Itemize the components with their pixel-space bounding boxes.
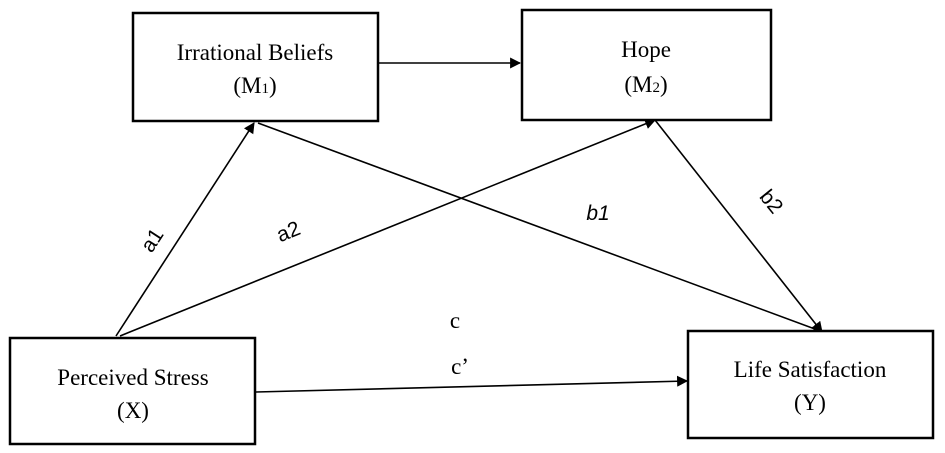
path-label-b1: b1 <box>586 202 609 225</box>
node-irrational-beliefs-box <box>131 11 380 123</box>
arrow-m2-to-y <box>654 119 823 333</box>
node-hope-title: Hope <box>621 37 671 62</box>
arrow-x-to-y <box>255 375 689 393</box>
path-label-c-prime: c’ <box>451 354 469 379</box>
node-life-satisfaction-title: Life Satisfaction <box>734 357 887 382</box>
node-hope: Hope (M2) <box>520 8 773 122</box>
node-perceived-stress-title: Perceived Stress <box>57 365 208 390</box>
path-label-b2: b2 <box>755 186 788 219</box>
node-irrational-beliefs: Irrational Beliefs (M1) <box>131 11 380 123</box>
node-perceived-stress: Perceived Stress (X) <box>8 336 257 446</box>
node-life-satisfaction-box <box>686 329 935 440</box>
node-perceived-stress-box <box>8 336 257 446</box>
node-hope-code: (M2) <box>624 72 667 97</box>
path-label-a1: a1 <box>137 224 169 256</box>
node-perceived-stress-code: (X) <box>117 398 149 423</box>
arrow-m1-to-y <box>257 122 825 334</box>
arrow-x-to-m2 <box>119 118 657 337</box>
node-irrational-beliefs-title: Irrational Beliefs <box>177 40 334 65</box>
node-life-satisfaction: Life Satisfaction (Y) <box>686 329 935 440</box>
node-irrational-beliefs-code: (M1) <box>233 73 276 98</box>
node-hope-box <box>520 8 773 122</box>
path-label-c: c <box>450 308 460 333</box>
node-life-satisfaction-code: (Y) <box>794 390 826 415</box>
path-label-a2: a2 <box>273 217 303 247</box>
arrow-x-to-m1 <box>115 122 255 337</box>
